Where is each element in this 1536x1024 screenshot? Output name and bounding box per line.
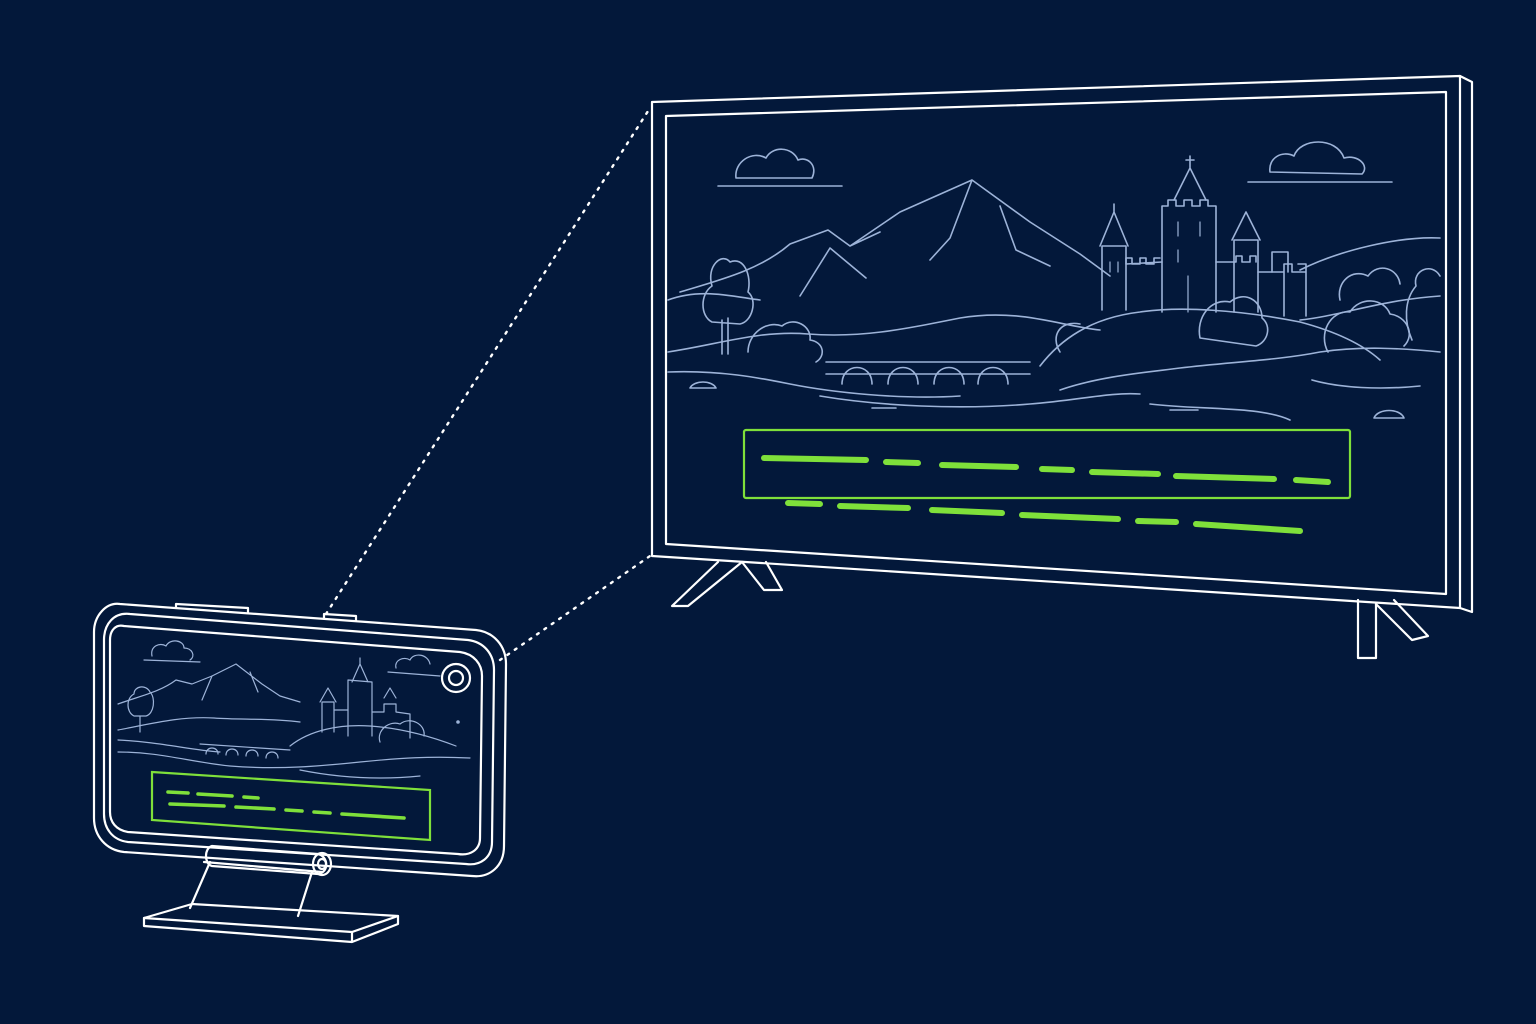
television (650, 74, 1474, 660)
castle-hill (1039, 308, 1381, 367)
mountain-range (679, 179, 1111, 297)
caption-word (312, 810, 332, 815)
caption-word (939, 462, 1019, 470)
stone-bridge (825, 361, 1031, 385)
phone-subtitle-box (150, 770, 432, 842)
castle (1099, 155, 1307, 317)
phone-on-stand (92, 602, 508, 944)
phone-subtitle-line (166, 790, 406, 820)
river-banks (667, 347, 1441, 421)
tv-subtitle-line-2 (785, 500, 1303, 534)
caption-word (196, 792, 234, 798)
bushes-left (747, 321, 823, 363)
rocks (689, 381, 1405, 419)
hills (667, 292, 1441, 353)
cloud-icon (717, 148, 843, 187)
caption-word (1173, 473, 1277, 482)
castle (319, 657, 411, 739)
caption-word (166, 790, 190, 795)
tv-subtitle-line-1 (761, 455, 1331, 485)
phone-body (92, 602, 508, 878)
cast-connection-lines (324, 106, 652, 662)
tv-castle-scene (667, 141, 1441, 421)
caption-word (883, 459, 921, 466)
phone-subtitle-overlay (150, 770, 432, 842)
caption-word (1193, 521, 1303, 534)
river-banks (117, 751, 471, 779)
tree-left (702, 257, 754, 355)
camera-icon (440, 662, 472, 724)
caption-word (1293, 477, 1331, 485)
stone-bridge (199, 743, 291, 759)
tv-subtitle-box (742, 428, 1352, 500)
cloud-icon (1247, 141, 1393, 183)
tv-screen (664, 90, 1448, 596)
caption-word (242, 795, 260, 800)
tree-right (1405, 268, 1441, 341)
cast-line-bottom (498, 554, 652, 662)
caption-word (340, 812, 406, 820)
caption-word (929, 507, 1005, 516)
hills (117, 717, 301, 753)
tv-left-leg (670, 560, 784, 608)
caption-word (1039, 466, 1075, 473)
caption-word (1135, 518, 1179, 525)
phone-top-buttons (174, 602, 358, 622)
caption-word (168, 802, 226, 808)
caption-word (284, 808, 304, 813)
caption-word (761, 455, 869, 463)
tree-left (127, 686, 155, 733)
phone-screen (108, 624, 484, 856)
tv-right-leg (1356, 598, 1430, 660)
cloud-icon (143, 640, 201, 663)
caption-word (1089, 469, 1161, 477)
caption-word (1019, 512, 1121, 522)
far-hills-right (1299, 237, 1441, 271)
phone-edge (102, 612, 496, 866)
tv-subtitle-overlay (742, 428, 1352, 534)
cast-line-top (324, 106, 652, 616)
caption-word (234, 805, 276, 811)
tv-side-depth (1458, 74, 1474, 614)
phone-stand (142, 844, 400, 944)
caption-word (785, 500, 823, 507)
phone-castle-scene (117, 640, 471, 779)
castle-hill (289, 720, 457, 747)
bushes-right (1198, 267, 1410, 353)
cloud-icon (387, 654, 441, 677)
mountain-range (117, 663, 301, 705)
caption-word (837, 503, 911, 511)
